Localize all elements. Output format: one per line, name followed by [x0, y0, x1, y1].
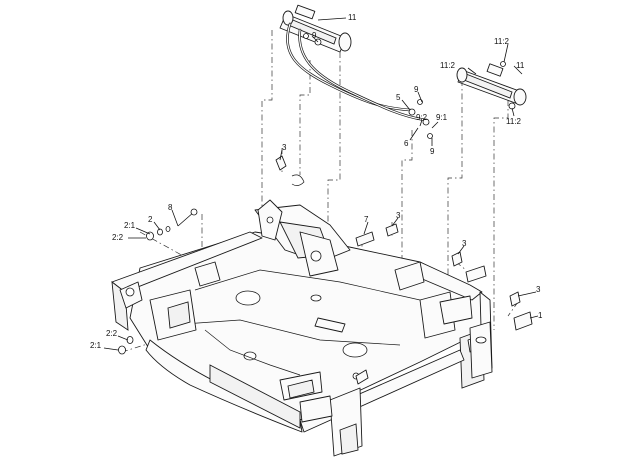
callout-2: 2: [148, 215, 153, 224]
callout-8: 8: [168, 203, 173, 212]
callout-9-low: 9: [430, 147, 435, 156]
callout-5: 5: [396, 93, 401, 102]
hydraulic-hoses: [286, 22, 433, 139]
mower-deck-frame: [111, 199, 493, 457]
callout-leaders: [103, 17, 539, 351]
callout-11-2-top: 11:2: [494, 37, 510, 46]
callout-9-top: 9: [312, 31, 317, 40]
callout-9-mid: 9: [414, 85, 419, 94]
hydraulic-cylinder-right: [456, 61, 527, 110]
callout-labels: 11 9 11:2 11 11:2 9 5 9:2 9:1 6 9 11:2 3…: [90, 13, 543, 350]
callout-3-right: 3: [462, 239, 467, 248]
callout-9-2: 9:2: [416, 113, 428, 122]
callout-2-1-lower: 2:1: [90, 341, 102, 350]
callout-11-2-left: 11:2: [440, 61, 456, 70]
callout-3-upper: 3: [282, 143, 287, 152]
callout-11-top: 11: [348, 13, 357, 22]
callout-3-mid: 3: [396, 211, 401, 220]
callout-11-2-right: 11:2: [506, 117, 522, 126]
callout-6: 6: [404, 139, 409, 148]
callout-2-1-upper: 2:1: [124, 221, 136, 230]
callout-2-2-lower: 2:2: [106, 329, 118, 338]
hydraulic-cylinder-top: [279, 4, 352, 53]
callout-7: 7: [364, 215, 369, 224]
callout-1: 1: [538, 311, 543, 320]
callout-2-2-upper: 2:2: [112, 233, 124, 242]
callout-9-1: 9:1: [436, 113, 448, 122]
callout-3-far: 3: [536, 285, 541, 294]
callout-11-right: 11: [516, 61, 525, 70]
